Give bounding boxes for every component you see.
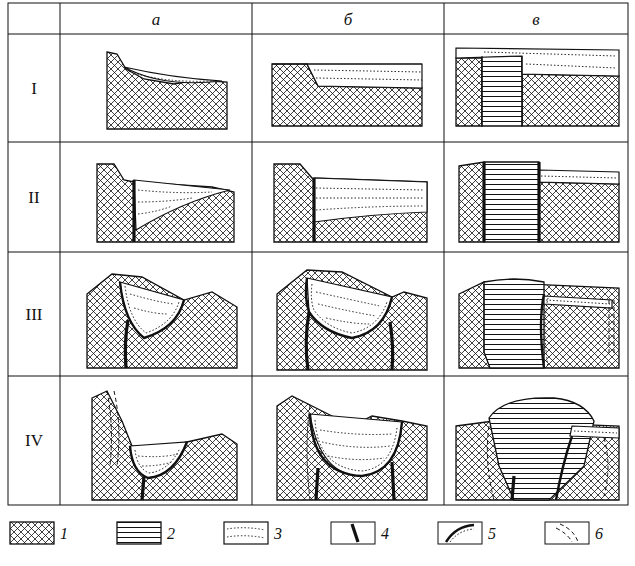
table-grid (8, 3, 628, 505)
sketch-1b (272, 64, 422, 126)
sketch-2c (459, 162, 619, 242)
legend-number: 4 (381, 526, 389, 542)
sketch-2b (274, 164, 427, 242)
legend-number: 1 (60, 526, 68, 542)
legend-number: 6 (595, 526, 603, 542)
sediment-sample (224, 522, 268, 544)
sketch-3c (459, 279, 619, 368)
legend-number: 2 (167, 526, 175, 542)
fault-sample (331, 522, 375, 544)
column-letter: а (152, 11, 161, 28)
sketch-4a (92, 391, 237, 500)
basement-sample (10, 522, 54, 544)
legend-number: 5 (488, 526, 496, 542)
sketch-1c (456, 48, 619, 126)
block-sample (117, 522, 161, 544)
sketch-3a (87, 274, 237, 368)
dashed-fault-sample (545, 522, 589, 544)
boundary-sample (438, 522, 482, 544)
column-letter: б (344, 11, 353, 28)
row-number: II (28, 189, 39, 206)
sketch-3b (277, 270, 427, 370)
sketch-2a (97, 164, 234, 242)
row-number: IV (25, 432, 43, 449)
row-number: I (31, 80, 37, 97)
sketch-1a (107, 52, 227, 129)
row-number: III (26, 306, 43, 323)
legend-number: 3 (274, 526, 282, 542)
column-letter: в (532, 11, 539, 28)
sketch-4b (277, 396, 427, 500)
sketch-4c (456, 398, 619, 500)
legend-samples (10, 522, 589, 544)
